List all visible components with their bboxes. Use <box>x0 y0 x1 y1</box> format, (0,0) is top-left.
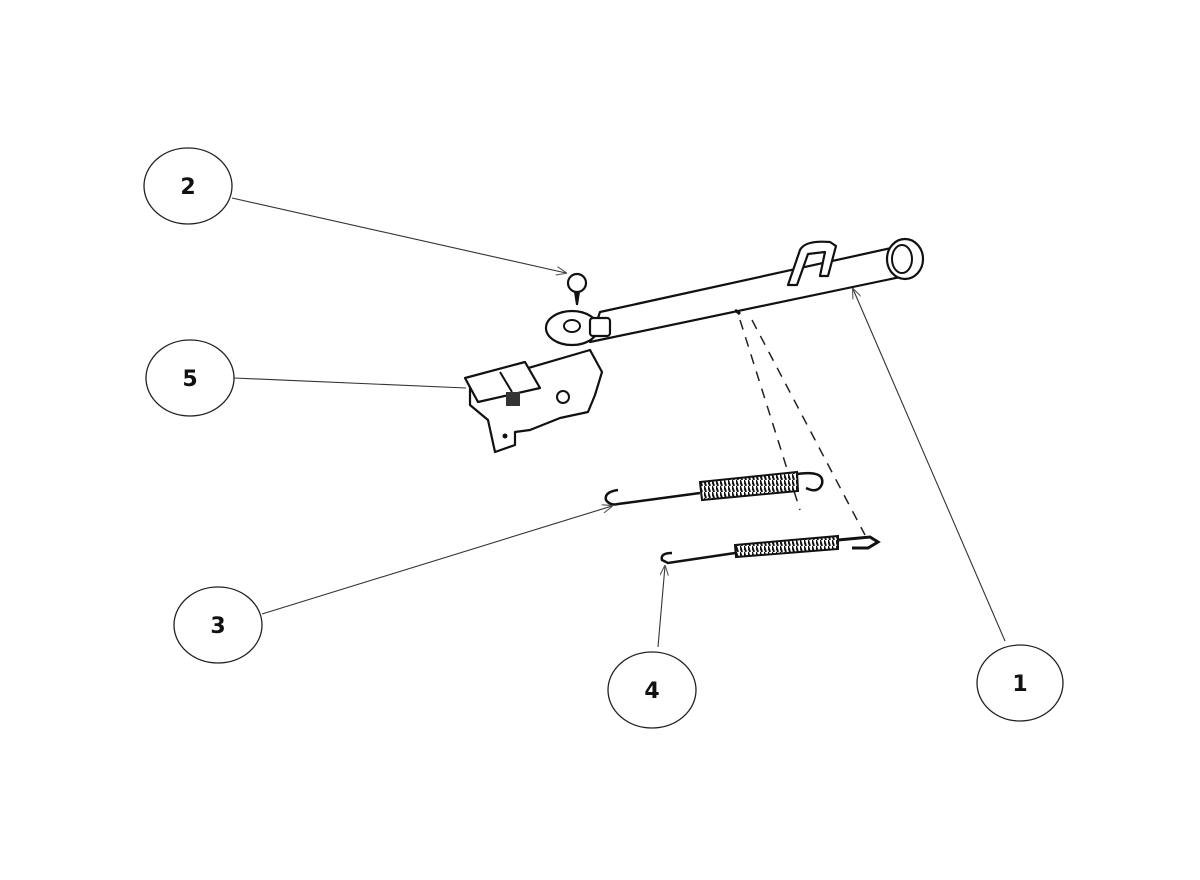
lower-spring-part <box>660 534 881 565</box>
leader-line-3 <box>261 506 612 615</box>
pivot-disk <box>544 309 612 347</box>
leader-line-5 <box>233 377 467 389</box>
callout-label-4: 4 <box>644 679 659 704</box>
callout-label-2: 2 <box>180 175 195 200</box>
callout-label-5: 5 <box>182 367 197 392</box>
knob-part <box>566 272 588 305</box>
leader-line-1 <box>853 289 1006 642</box>
callout-label-3: 3 <box>210 614 225 639</box>
rod-part <box>588 237 925 536</box>
callout-1: 1 <box>976 644 1064 722</box>
upper-spring-part <box>604 470 824 506</box>
leader-line-4 <box>657 566 665 648</box>
callout-2: 2 <box>143 147 233 225</box>
leader-line-2 <box>231 197 566 273</box>
callout-label-1: 1 <box>1012 672 1027 697</box>
switch-bracket-part <box>463 348 604 454</box>
callout-5: 5 <box>145 339 235 417</box>
callout-3: 3 <box>173 586 263 664</box>
callout-4: 4 <box>607 651 697 729</box>
